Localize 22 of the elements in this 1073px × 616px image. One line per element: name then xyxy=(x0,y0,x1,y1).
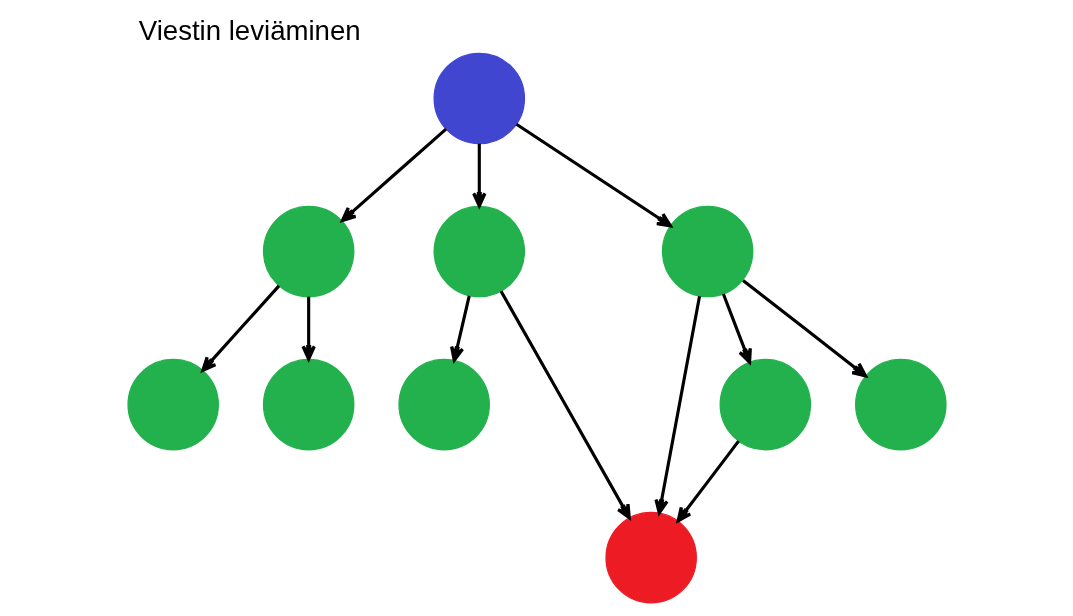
arrow xyxy=(653,296,701,515)
node-circle xyxy=(661,205,753,298)
node-circle xyxy=(262,205,354,298)
node-circle xyxy=(719,358,811,451)
node-circle xyxy=(433,52,525,145)
arrow xyxy=(200,284,280,372)
arrow xyxy=(741,279,867,378)
node-circle xyxy=(126,358,219,451)
arrow xyxy=(340,127,447,223)
arrow xyxy=(300,296,316,361)
node-circle xyxy=(433,205,525,298)
node-circle xyxy=(854,358,947,451)
diagram-title: Viestin leviäminen xyxy=(138,15,361,47)
node-circle xyxy=(397,358,490,451)
arrow xyxy=(499,290,631,520)
arrow xyxy=(676,440,740,523)
arrow xyxy=(471,143,486,208)
node-circle xyxy=(604,511,697,604)
arrow xyxy=(515,122,672,228)
node-circle xyxy=(262,358,354,451)
arrow xyxy=(449,295,471,362)
arrow xyxy=(721,293,752,364)
